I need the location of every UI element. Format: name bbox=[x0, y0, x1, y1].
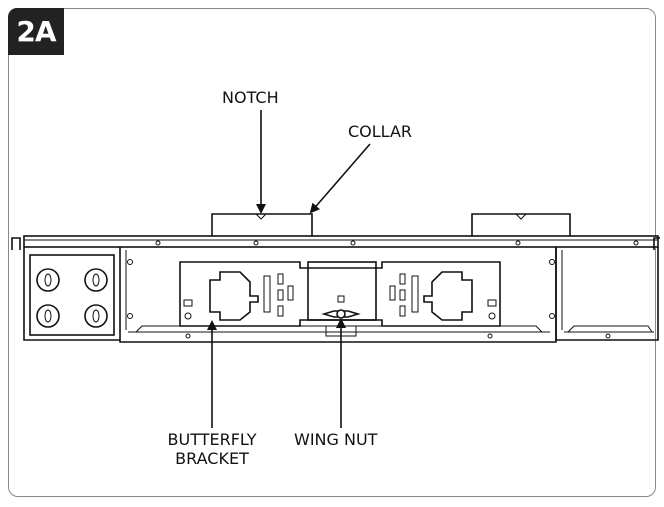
label-butterfly-line2: BRACKET bbox=[175, 449, 249, 468]
housing-top-rail bbox=[11, 235, 660, 250]
butterfly-bracket bbox=[179, 261, 501, 327]
collar-right bbox=[471, 213, 571, 237]
junction-box bbox=[29, 254, 115, 336]
figure-frame bbox=[8, 8, 656, 497]
collar-left bbox=[211, 213, 313, 237]
label-butterfly-line1: BUTTERFLY bbox=[167, 430, 257, 449]
figure-badge: 2A bbox=[8, 8, 64, 55]
label-butterfly-bracket: BUTTERFLY BRACKET bbox=[160, 430, 264, 468]
arrow-collar bbox=[309, 143, 371, 214]
label-collar: COLLAR bbox=[348, 122, 413, 141]
label-wing-nut: WING NUT bbox=[294, 430, 378, 449]
label-notch: NOTCH bbox=[222, 88, 279, 107]
